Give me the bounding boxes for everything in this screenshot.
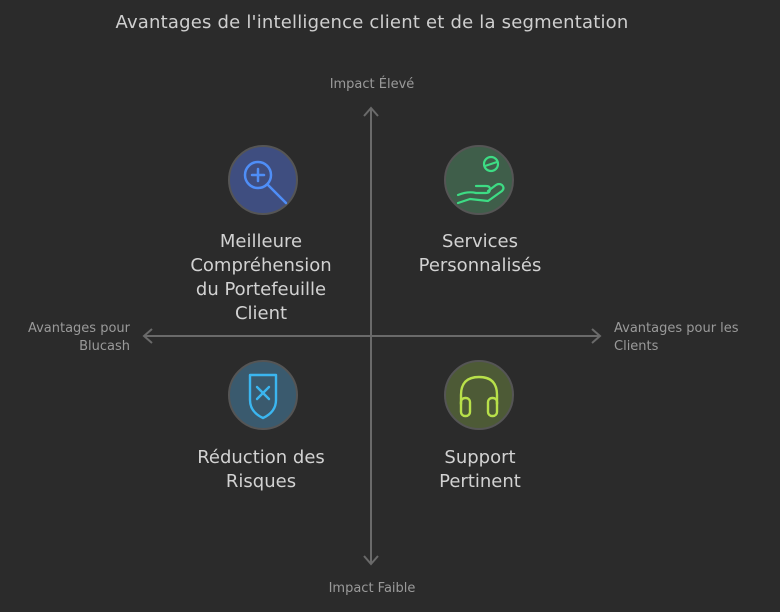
magnifier-plus-icon: [228, 145, 298, 215]
axis-label-right: Avantages pour les Clients: [614, 320, 774, 356]
quadrant-bottom-left-line: Réduction des: [197, 447, 325, 468]
quadrant-bottom-right-line: Support: [444, 447, 516, 468]
axis-label-left-line2: Blucash: [79, 339, 130, 354]
quadrant-bottom-right-line: Pertinent: [439, 471, 521, 492]
quadrant-top-left-line: Meilleure: [219, 231, 303, 252]
quadrant-bottom-left-line: Risques: [225, 471, 297, 492]
axis-label-left-line1: Avantages pour: [27, 321, 130, 336]
axis-label-right-line2: Clients: [614, 339, 659, 354]
axis-label-left: Avantages pour Blucash: [0, 320, 130, 356]
axis-label-bottom: Impact Faible: [328, 581, 416, 596]
quadrant-top-left-line: Client: [234, 303, 288, 324]
quadrant-top-right-line: Personnalisés: [418, 255, 542, 276]
quadrant-top-left-label: Meilleure Compréhension du Portefeuille …: [161, 230, 361, 326]
quadrant-top-left-line: du Portefeuille: [195, 279, 327, 300]
shield-x-icon: [228, 360, 298, 430]
quadrant-top-right-line: Services: [442, 231, 518, 252]
quadrant-top-right-label: Services Personnalisés: [380, 230, 580, 278]
quadrant-top-left-line: Compréhension: [190, 255, 332, 276]
diagram-title: Avantages de l'intelligence client et de…: [115, 12, 629, 33]
quadrant-bottom-left-label: Réduction des Risques: [161, 446, 361, 494]
axis-label-top: Impact Élevé: [329, 77, 415, 92]
axis-label-right-line1: Avantages pour les: [614, 321, 739, 336]
headphones-icon: [444, 360, 514, 430]
hand-person-icon: [444, 145, 514, 215]
quadrant-bottom-right-label: Support Pertinent: [380, 446, 580, 494]
